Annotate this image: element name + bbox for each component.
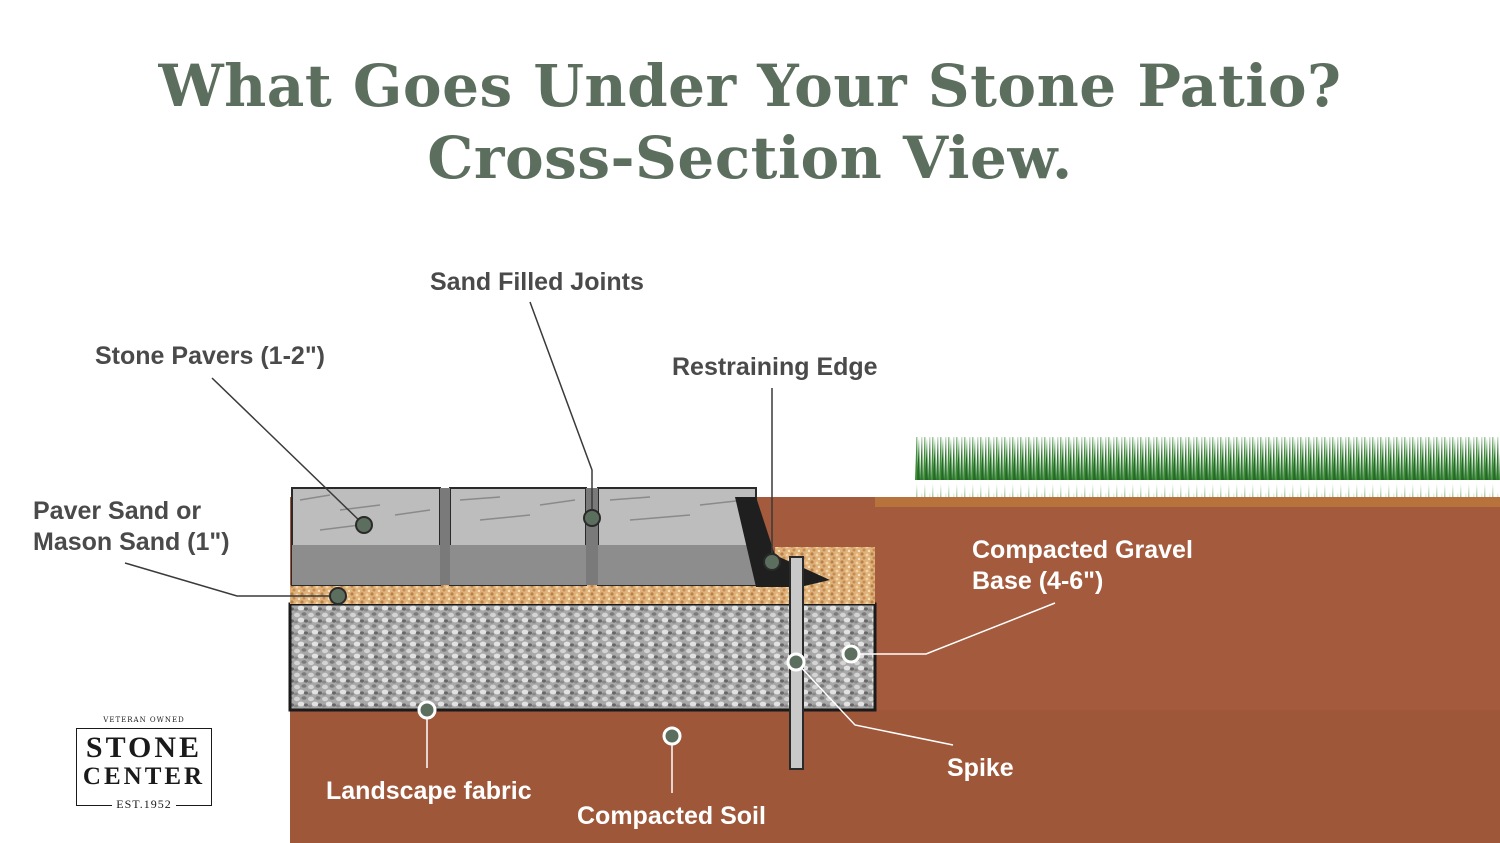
marker-compacted-soil xyxy=(662,726,682,746)
label-gravel-base-line1: Compacted Gravel xyxy=(972,536,1193,564)
paver-sand-layer xyxy=(290,585,875,604)
compacted-soil-layer xyxy=(290,710,1500,843)
grass xyxy=(915,437,1500,497)
title-line-2: Cross-Section View. xyxy=(427,124,1073,192)
restraining-edge xyxy=(735,497,830,587)
sand-joint-1 xyxy=(440,488,450,585)
logo-tagline: VETERAN OWNED xyxy=(103,716,185,724)
label-landscape-fabric: Landscape fabric xyxy=(326,777,532,805)
label-compacted-soil: Compacted Soil xyxy=(577,802,766,830)
logo-word-center: CENTER xyxy=(82,763,206,790)
marker-restraining-edge xyxy=(763,553,781,571)
marker-sand-joints xyxy=(583,509,601,527)
stone-pavers xyxy=(291,487,757,586)
label-sand-filled-joints: Sand Filled Joints xyxy=(430,268,644,296)
marker-gravel-base xyxy=(841,644,861,664)
compacted-gravel-base xyxy=(288,602,877,712)
marker-spike xyxy=(786,652,806,672)
label-stone-pavers: Stone Pavers (1-2") xyxy=(95,342,325,370)
label-paver-sand-line1: Paver Sand or xyxy=(33,497,201,525)
label-paver-sand-line2: Mason Sand (1") xyxy=(33,528,230,556)
label-restraining-edge: Restraining Edge xyxy=(672,353,878,381)
label-spike: Spike xyxy=(947,754,1014,782)
soil-top-edge xyxy=(875,497,1500,507)
marker-paver-sand xyxy=(329,587,347,605)
marker-landscape-fabric xyxy=(417,700,437,720)
logo-established: EST.1952 xyxy=(112,797,176,811)
logo-box: STONE CENTER EST.1952 xyxy=(76,728,212,811)
leader-lines-light xyxy=(426,602,1056,793)
logo-word-stone: STONE xyxy=(85,731,203,764)
marker-stone-pavers xyxy=(355,516,373,534)
title-line-1: What Goes Under Your Stone Patio? xyxy=(158,52,1342,120)
stone-center-logo: VETERAN OWNED STONE CENTER EST.1952 xyxy=(76,716,212,811)
label-gravel-base-line2: Base (4-6") xyxy=(972,567,1103,595)
leader-lines xyxy=(124,301,773,597)
